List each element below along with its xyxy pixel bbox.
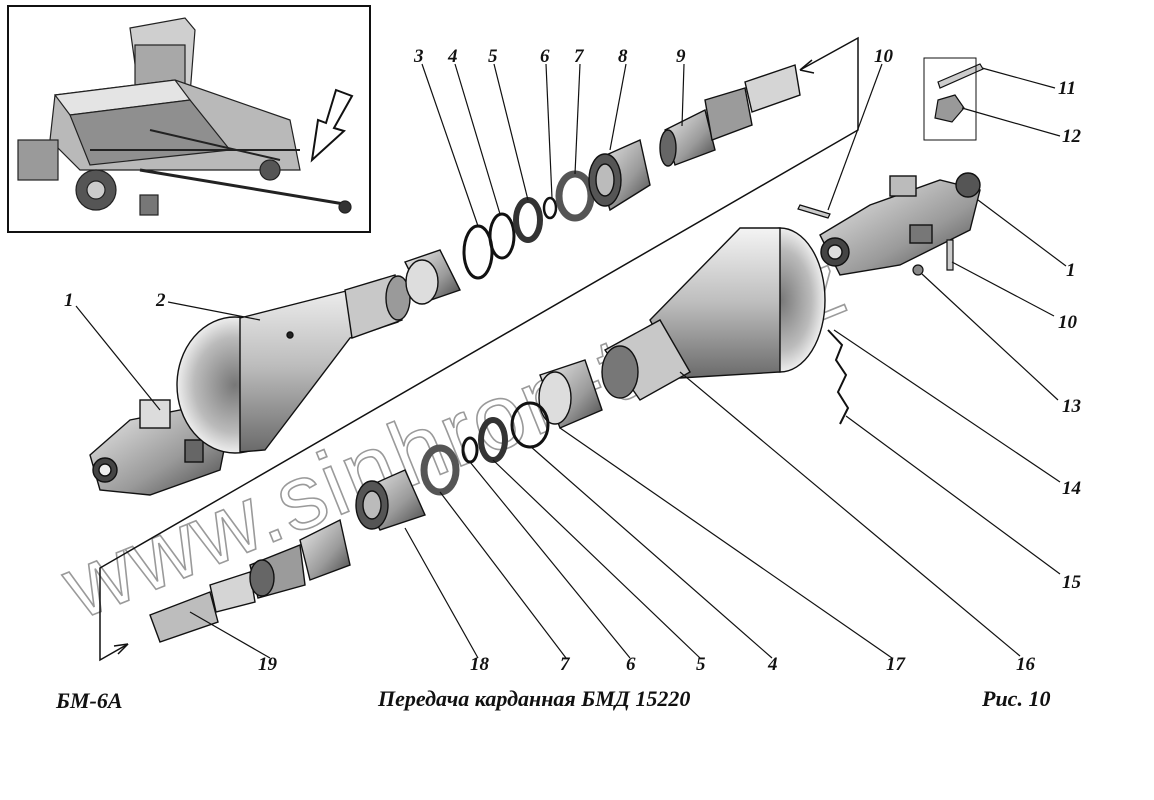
part-bolt-11 <box>937 63 984 89</box>
part-bushing-17 <box>538 359 603 429</box>
machine-inset <box>7 5 371 233</box>
part-chain-15 <box>827 329 850 425</box>
callout-2: 2 <box>155 290 166 311</box>
part-cone-guard-2 <box>176 274 411 454</box>
callout-9: 9 <box>676 46 686 67</box>
part-ring-4 <box>488 212 516 260</box>
callout-13: 13 <box>1062 396 1081 417</box>
callout-15: 15 <box>1062 572 1082 593</box>
part-pin-10 <box>797 204 831 219</box>
part-nut-13 <box>912 264 924 276</box>
part-cone-guard-16 <box>601 227 826 401</box>
part-spline-shaft-19 <box>149 518 351 643</box>
part-nut-12 <box>934 94 965 123</box>
part-housing-8 <box>588 139 651 212</box>
part-bearing-7 <box>555 170 595 222</box>
callout-1: 1 <box>64 290 74 311</box>
callout-1-right: 1 <box>1066 260 1076 281</box>
arrow-head-icon-lower <box>113 643 129 655</box>
part-rings-upper <box>462 170 595 280</box>
callout-3: 3 <box>413 46 424 67</box>
part-bushing-upper <box>404 249 461 305</box>
part-housing-18 <box>355 469 426 531</box>
part-pin-10-lower <box>946 239 954 271</box>
part-ring-6 <box>542 196 558 220</box>
callout-6-lower: 6 <box>626 654 636 675</box>
callout-7-lower: 7 <box>560 654 571 675</box>
callout-17: 17 <box>886 654 907 675</box>
callout-5-lower: 5 <box>696 654 706 675</box>
callout-12: 12 <box>1062 126 1082 147</box>
callout-14: 14 <box>1062 478 1081 499</box>
assembly-guide-lines <box>99 36 859 662</box>
callout-19: 19 <box>258 654 278 675</box>
part-yoke-right <box>819 172 981 276</box>
callout-6: 6 <box>540 46 550 67</box>
part-ring-4-lower <box>510 401 550 449</box>
model-code: БМ-6А <box>56 688 123 713</box>
harvester-illustration <box>17 17 352 216</box>
callout-18: 18 <box>470 654 490 675</box>
part-ring-5 <box>513 197 543 243</box>
figure-number: Рис. 10 <box>982 686 1051 711</box>
figure-title: Передача карданная БМД 15220 <box>378 686 691 711</box>
callout-8: 8 <box>618 46 628 67</box>
part-spline-shaft-9 <box>659 64 801 167</box>
callout-11: 11 <box>1058 78 1076 99</box>
callout-10: 10 <box>874 46 894 67</box>
arrow-head-icon <box>799 59 815 74</box>
callout-4: 4 <box>447 46 458 67</box>
callout-4-lower: 4 <box>767 654 778 675</box>
part-ring-3 <box>462 224 494 280</box>
callout-numbers: 1 2 3 4 5 6 7 8 9 10 11 12 1 10 13 14 15… <box>64 46 1082 675</box>
callout-7: 7 <box>574 46 585 67</box>
callout-5: 5 <box>488 46 498 67</box>
leader-lines <box>75 63 1067 659</box>
callout-10-right: 10 <box>1058 312 1078 333</box>
pointer-arrow-icon <box>310 88 354 163</box>
callout-16: 16 <box>1016 654 1036 675</box>
part-pins <box>797 57 984 276</box>
